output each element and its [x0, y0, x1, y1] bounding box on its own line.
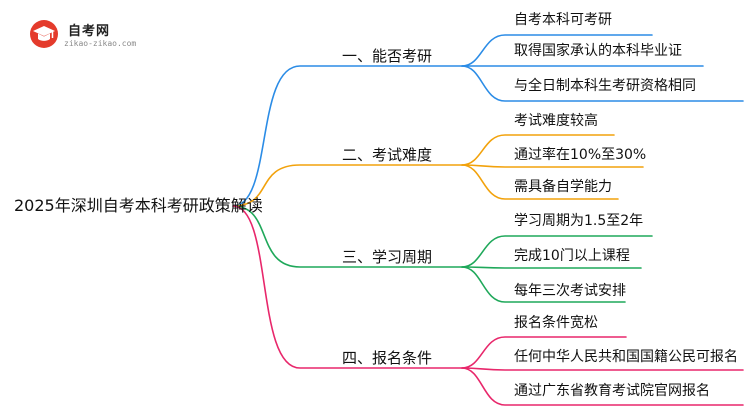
- leaf-3-1: 学习周期为1.5至2年: [514, 213, 644, 229]
- connector-branch-1-leaf-3: [461, 65, 744, 102]
- branch-study-period: 三、学习周期: [342, 248, 433, 266]
- leaf-2-1: 考试难度较高: [514, 113, 598, 129]
- leaf-1-1: 自考本科可考研: [514, 12, 612, 28]
- leaf-3-2: 完成10门以上课程: [514, 248, 630, 264]
- connector-branch-4-leaf-2: [461, 367, 744, 371]
- leaf-2-3: 需具备自学能力: [514, 179, 612, 195]
- connector-branch-3-leaf-1: [461, 235, 653, 268]
- connector-root-branch-2: [232, 164, 463, 207]
- logo-title: 自考网: [68, 24, 111, 39]
- connector-branch-3-leaf-2: [461, 266, 642, 269]
- connector-branch-4-leaf-3: [461, 367, 744, 406]
- connector-root-branch-3: [232, 205, 463, 268]
- connector-branch-3-leaf-3: [461, 266, 626, 303]
- logo-url: zikao-zikao.com: [64, 39, 137, 48]
- leaf-4-3: 通过广东省教育考试院官网报名: [514, 383, 710, 399]
- connector-branch-1-leaf-1: [461, 34, 653, 67]
- leaf-3-3: 每年三次考试安排: [514, 283, 626, 299]
- connector-root-branch-4: [232, 205, 463, 369]
- connector-branch-2-leaf-3: [461, 164, 619, 200]
- leaf-2-2: 通过率在10%至30%: [514, 147, 647, 163]
- site-logo[interactable]: 自考网 zikao-zikao.com: [28, 16, 143, 52]
- connector-branch-4-leaf-1: [461, 336, 627, 369]
- mindmap-root: 2025年深圳自考本科考研政策解读: [14, 196, 263, 215]
- connector-root-branch-1: [232, 65, 463, 207]
- leaf-4-1: 报名条件宽松: [514, 315, 598, 331]
- leaf-1-2: 取得国家承认的本科毕业证: [514, 43, 682, 59]
- leaf-1-3: 与全日制本科生考研资格相同: [514, 78, 696, 94]
- connector-branch-2-leaf-1: [461, 134, 615, 166]
- graduation-cap-icon: [30, 20, 58, 48]
- branch-can-apply: 一、能否考研: [342, 47, 433, 65]
- branch-difficulty: 二、考试难度: [342, 146, 433, 164]
- leaf-4-2: 任何中华人民共和国国籍公民可报名: [514, 349, 738, 365]
- connector-branch-2-leaf-2: [461, 164, 644, 168]
- branch-registration: 四、报名条件: [342, 349, 433, 367]
